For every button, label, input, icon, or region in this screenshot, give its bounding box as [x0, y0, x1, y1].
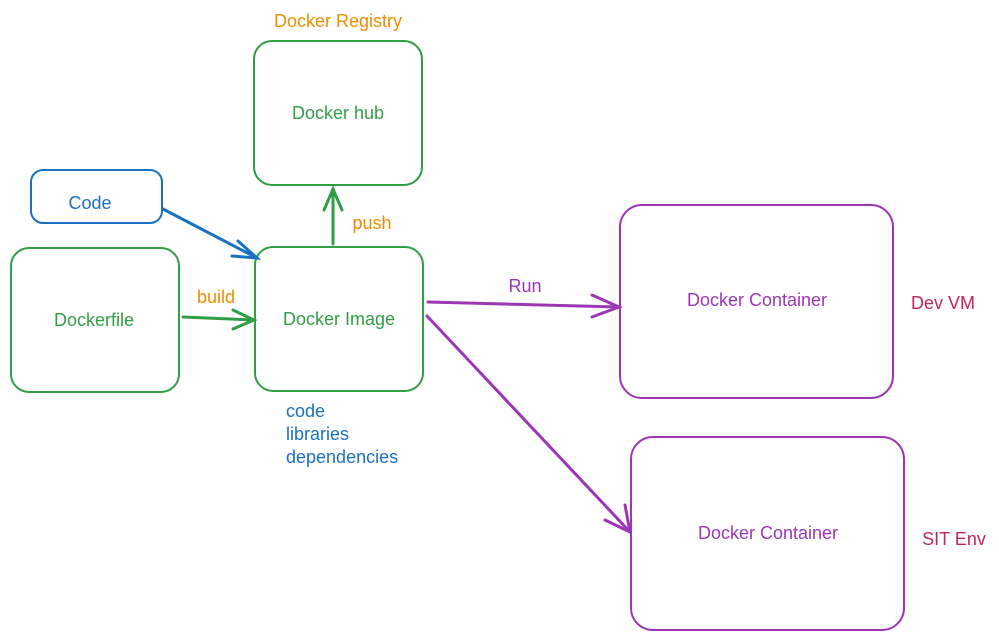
build-label: build [196, 287, 236, 307]
image-content-dependencies: dependencies [286, 447, 399, 467]
dev-container-label: Docker Container [686, 290, 828, 310]
code-label: Code [68, 193, 112, 213]
push-arrow [322, 185, 344, 246]
dev-container-box [619, 204, 894, 399]
code-to-image-arrow [161, 207, 262, 260]
dev-env-label: Dev VM [910, 293, 976, 313]
run-arrow-sit [425, 314, 633, 535]
build-arrow [181, 308, 258, 331]
dockerfile-box [10, 247, 180, 393]
dockerfile-label: Dockerfile [53, 310, 135, 330]
push-label: push [352, 213, 392, 233]
run-label: Run [508, 276, 542, 296]
sit-env-label: SIT Env [922, 529, 986, 549]
sit-container-label: Docker Container [697, 523, 839, 543]
image-content-code: code [286, 401, 326, 421]
docker-image-label: Docker Image [282, 309, 396, 329]
image-contents-list: code libraries dependencies [286, 400, 398, 469]
code-box [30, 169, 163, 224]
registry-title: Docker Registry [273, 11, 403, 31]
docker-hub-box [253, 40, 423, 186]
run-arrow-dev [426, 293, 623, 319]
docker-hub-label: Docker hub [291, 103, 385, 123]
image-content-libraries: libraries [286, 424, 350, 444]
